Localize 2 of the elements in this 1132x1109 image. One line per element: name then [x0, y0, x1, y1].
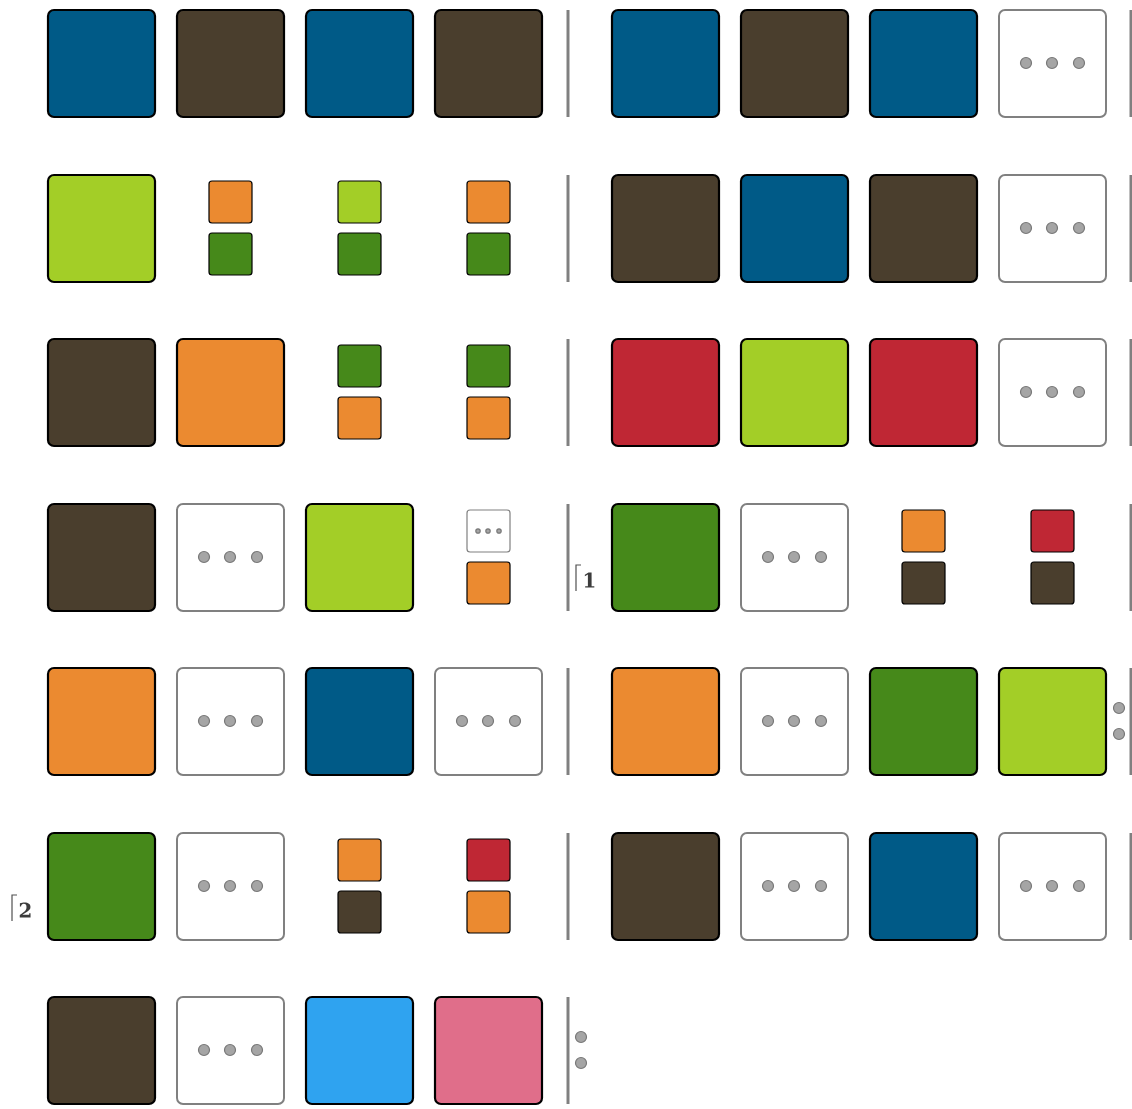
row-number: 1: [584, 572, 595, 588]
row-number: 2: [19, 902, 31, 918]
